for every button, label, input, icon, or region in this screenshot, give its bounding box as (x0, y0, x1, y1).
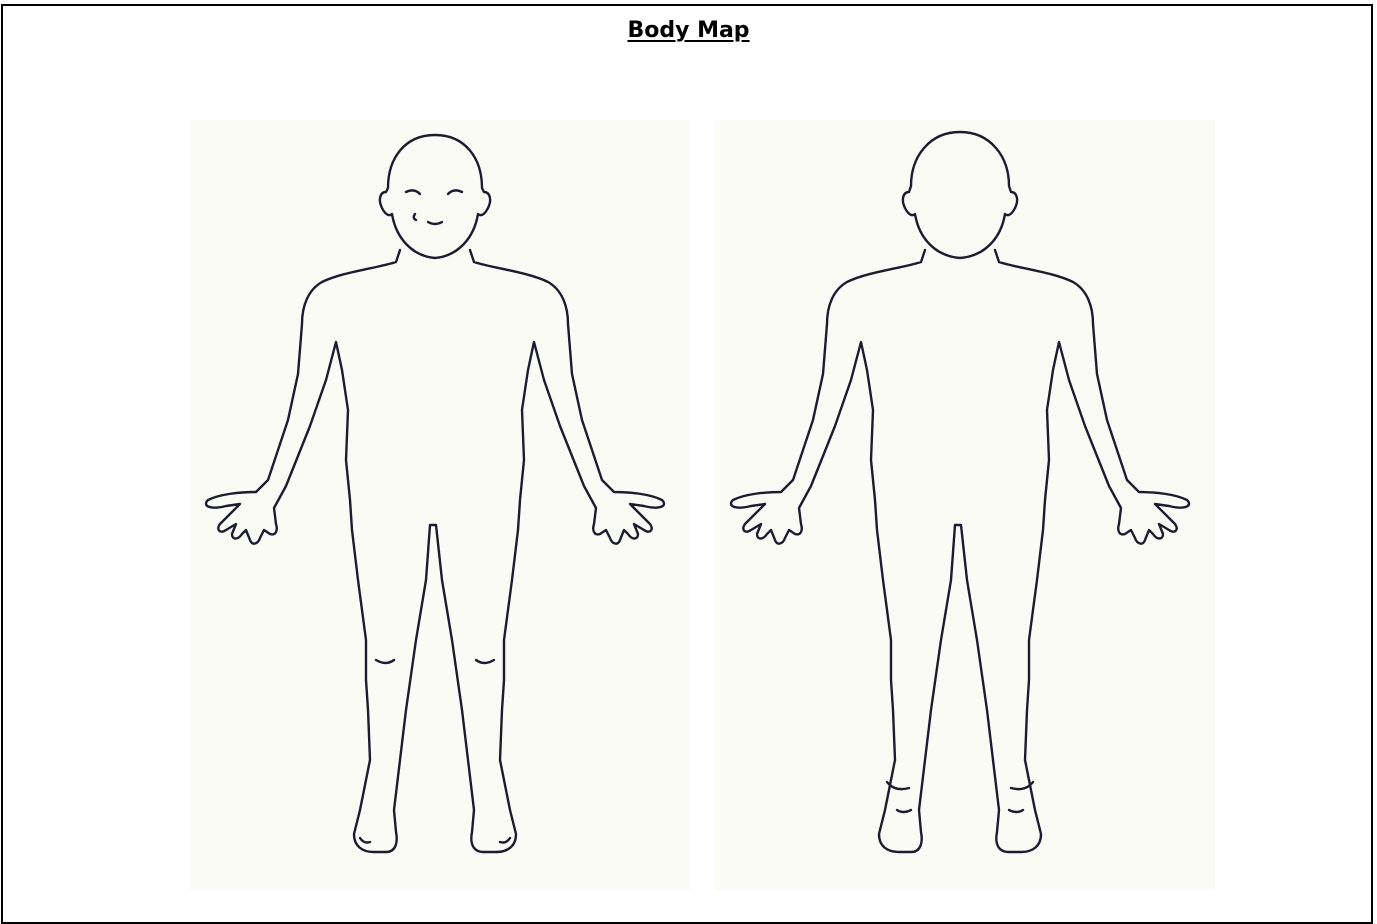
page-title: Body Map (0, 18, 1377, 43)
body-outline-front-icon (190, 120, 690, 890)
body-outline-back-icon (715, 120, 1215, 890)
